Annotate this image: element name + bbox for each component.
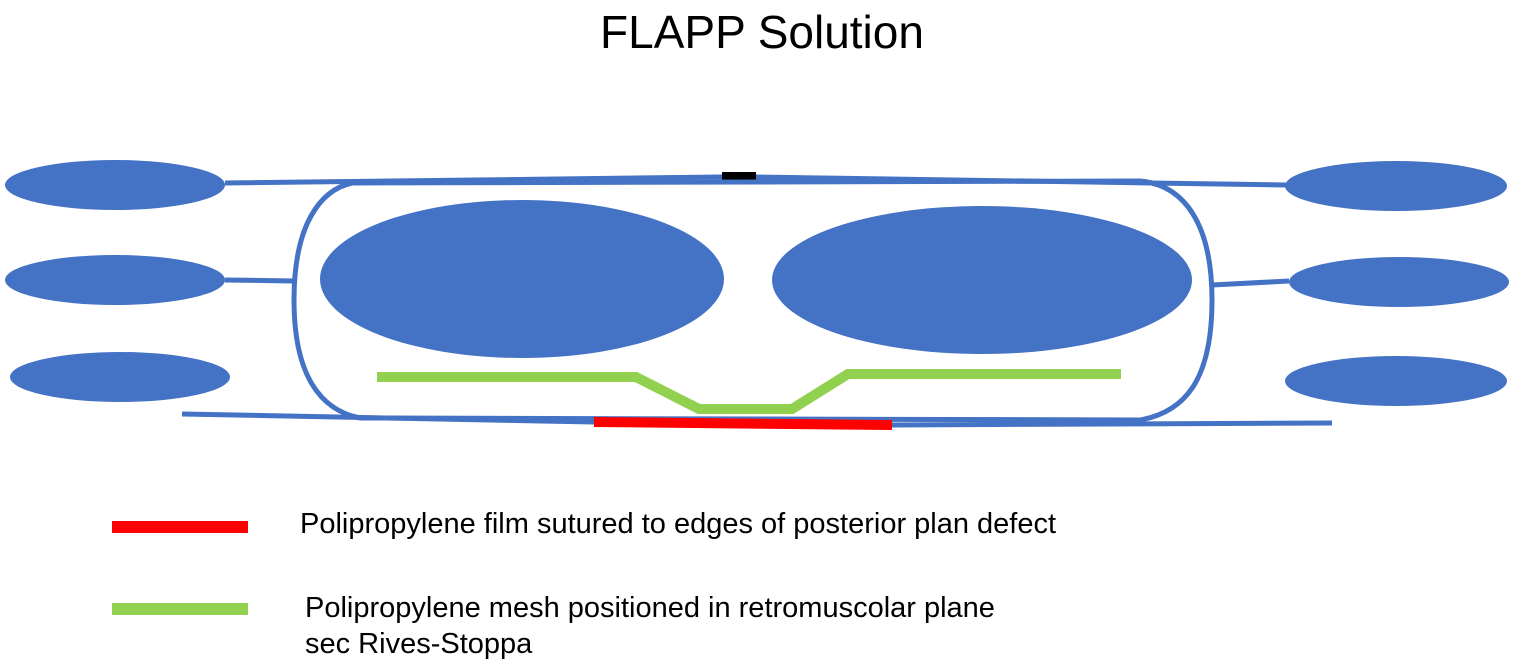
right-lateral-muscle-middle xyxy=(1289,257,1509,307)
rectus-sheath-outline xyxy=(291,178,1215,423)
polypropylene-mesh xyxy=(377,369,1121,414)
left-rectus-muscle xyxy=(320,200,724,358)
polypropylene-film xyxy=(593,417,893,430)
left-lateral-muscle-middle xyxy=(5,255,225,305)
legend-label-mesh: Polipropylene mesh positioned in retromu… xyxy=(305,590,995,662)
posterior-fascia-line xyxy=(181,411,595,425)
legend-label-mesh-line-2: sec Rives-Stoppa xyxy=(305,628,533,660)
right-middle-connector xyxy=(1211,278,1290,288)
legend-label-mesh-line-1: Polipropylene mesh positioned in retromu… xyxy=(305,592,995,624)
left-middle-connector xyxy=(224,277,295,284)
left-lateral-muscle-top xyxy=(5,160,225,210)
legend-label-film-line-1: Polipropylene film sutured to edges of p… xyxy=(300,508,1057,540)
right-rectus-muscle xyxy=(772,206,1192,354)
posterior-fascia-line-right xyxy=(891,420,1333,428)
legend-label-film: Polipropylene film sutured to edges of p… xyxy=(300,506,1056,542)
right-lateral-muscle-top xyxy=(1285,161,1507,211)
left-lateral-muscle-bottom xyxy=(10,352,230,402)
page-title: FLAPP Solution xyxy=(600,6,924,58)
right-lateral-muscle-bottom xyxy=(1285,356,1507,406)
